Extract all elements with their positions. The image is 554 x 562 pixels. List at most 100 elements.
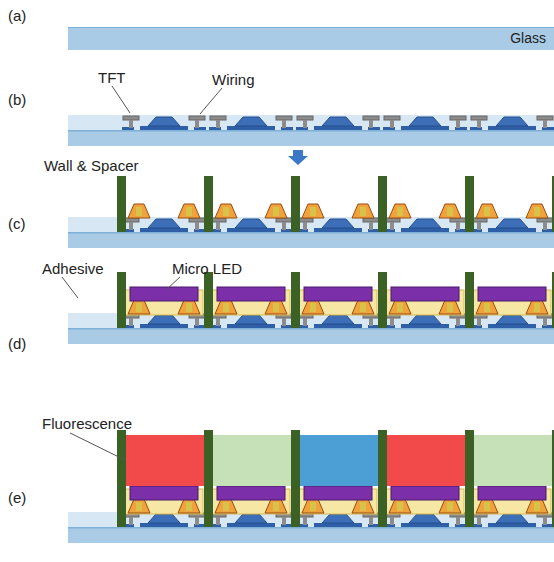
bump-core	[397, 207, 403, 216]
bump-core	[310, 207, 316, 216]
gate-electrode	[314, 523, 362, 527]
wall-spacer	[552, 176, 554, 232]
part-label: Wall & Spacer	[44, 158, 138, 175]
bump-spacer	[526, 499, 548, 513]
micro-led	[130, 287, 198, 301]
wiring-via	[129, 120, 133, 128]
wall-spacer	[378, 272, 387, 328]
bump-core	[484, 207, 490, 216]
wiring-via	[303, 222, 307, 230]
bump-core	[447, 502, 453, 511]
tft-layer	[68, 115, 554, 130]
tft	[322, 315, 354, 324]
step-label: (c)	[8, 216, 26, 233]
micro-led	[304, 486, 372, 500]
wiring-via	[129, 318, 133, 326]
wiring	[363, 218, 379, 222]
wall-spacer	[204, 430, 213, 527]
bump-core	[310, 502, 316, 511]
bump-core	[136, 303, 142, 312]
fluorescence-layer	[213, 435, 291, 486]
wiring	[210, 116, 226, 120]
part-label: Micro LED	[172, 261, 242, 278]
bump-core	[136, 502, 142, 511]
wiring-via	[456, 517, 460, 525]
tft	[148, 219, 180, 228]
wiring-via	[303, 517, 307, 525]
wiring-via	[282, 120, 286, 128]
glass-substrate	[68, 130, 554, 146]
wall-spacer	[117, 272, 126, 328]
micro-led	[130, 486, 198, 500]
micro-led	[217, 287, 285, 301]
wall-spacer	[291, 430, 300, 527]
wiring-via	[390, 517, 394, 525]
tft	[496, 514, 528, 523]
bump-core	[186, 303, 192, 312]
tft	[409, 219, 441, 228]
glass-substrate	[68, 232, 554, 248]
wiring-via	[282, 222, 286, 230]
micro-led	[217, 486, 285, 500]
wiring	[450, 116, 466, 120]
glass-substrate	[68, 328, 554, 344]
process-arrow	[288, 150, 308, 165]
wiring-via	[195, 318, 199, 326]
wiring-via	[390, 222, 394, 230]
bump-spacer	[302, 300, 324, 314]
gate-electrode	[314, 228, 362, 232]
part-label: Adhesive	[42, 261, 104, 278]
wiring	[189, 218, 205, 222]
wiring-via	[216, 517, 220, 525]
wiring-via	[543, 318, 547, 326]
wiring-via	[456, 222, 460, 230]
tft	[322, 514, 354, 523]
leader-line	[112, 86, 130, 113]
tft	[322, 117, 354, 126]
tft	[322, 219, 354, 228]
tft	[235, 315, 267, 324]
bump-core	[534, 303, 540, 312]
wiring-via	[129, 517, 133, 525]
tft	[148, 514, 180, 523]
glass-substrate: Glass	[68, 27, 554, 50]
wiring-via	[303, 318, 307, 326]
bump-spacer	[302, 204, 324, 218]
wiring	[537, 116, 553, 120]
wiring-via	[477, 120, 481, 128]
part-label: TFT	[98, 70, 126, 87]
bump-spacer	[389, 499, 411, 513]
wiring	[276, 116, 292, 120]
wiring-via	[369, 517, 373, 525]
step-label: (e)	[8, 490, 26, 507]
bump-core	[534, 502, 540, 511]
wall-spacer	[465, 430, 474, 527]
step-label: (d)	[8, 336, 26, 353]
bump-spacer	[128, 499, 150, 513]
micro-led	[478, 486, 546, 500]
gate-electrode	[227, 126, 275, 130]
bump-core	[273, 303, 279, 312]
bump-spacer	[439, 499, 461, 513]
wiring-via	[369, 318, 373, 326]
tft	[496, 219, 528, 228]
bump-spacer	[215, 204, 237, 218]
bump-core	[310, 303, 316, 312]
leader-line	[200, 88, 222, 114]
bump-core	[273, 502, 279, 511]
wiring-via	[216, 120, 220, 128]
bump-spacer	[128, 204, 150, 218]
material-label: Glass	[510, 30, 546, 46]
wiring	[123, 116, 139, 120]
wiring-via	[303, 120, 307, 128]
gate-electrode	[140, 228, 188, 232]
bump-core	[223, 502, 229, 511]
wiring	[363, 116, 379, 120]
wiring-via	[369, 120, 373, 128]
bump-spacer	[265, 499, 287, 513]
wall-spacer	[378, 176, 387, 232]
bump-spacer	[215, 300, 237, 314]
leader-line	[166, 277, 180, 290]
micro-led	[304, 287, 372, 301]
